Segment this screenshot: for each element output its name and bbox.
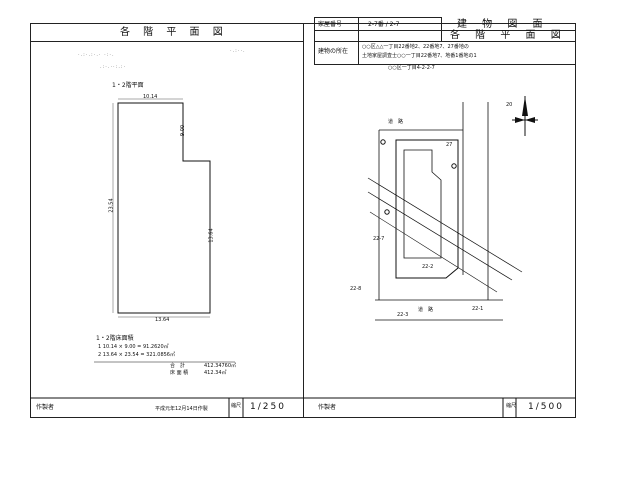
- header-rule-1: [314, 30, 576, 31]
- dim-bottom: 13.64: [155, 317, 170, 323]
- road-label-bottom: 道 路: [418, 307, 434, 313]
- calc-heading: 1・2階床面積: [96, 335, 134, 342]
- total-label: 合 計: [170, 363, 186, 369]
- right-title-bottom: 各 階 平 面 図: [450, 30, 567, 41]
- floor-label: 1・2階平面: [112, 82, 144, 89]
- right-title-top: 建 物 図 面: [457, 19, 549, 30]
- right-scale-value: 1/500: [528, 402, 564, 412]
- road-diagonal-3: [369, 211, 498, 293]
- right-maker-label: 作製者: [318, 404, 337, 411]
- header-vline-3: [441, 17, 442, 41]
- location-line-1: ○○区△△一丁目22番地2、22番地7、27番地の: [362, 44, 469, 50]
- header-rule-2: [314, 41, 576, 42]
- lot-label: 27: [446, 142, 453, 148]
- calc-line-1: 1 10.14 × 9.00 = 91.2620㎡: [98, 344, 169, 350]
- scan-noise: .:·.··:.:·: [100, 64, 127, 70]
- site-label: ○○区一丁目4-2-2-7: [388, 65, 435, 71]
- survey-marker: [451, 163, 457, 169]
- north-arrow: [512, 96, 538, 136]
- house-number-label: 家屋番号: [318, 21, 343, 28]
- header-rule-0: [314, 17, 441, 18]
- scan-noise: ·.:··.: [230, 48, 246, 54]
- date-text: 平成元年12月14日作製: [155, 406, 208, 412]
- left-maker-label: 作製者: [36, 404, 55, 411]
- road-diagonal-1: [367, 177, 523, 273]
- right-scale-label: 縮尺: [506, 403, 517, 409]
- left-title: 各 階 平 面 図: [120, 27, 228, 38]
- header-rule-3: [314, 64, 576, 65]
- lot-label: 22-1: [472, 306, 484, 312]
- house-number-value: 2-7番 / 2-7: [368, 21, 400, 28]
- survey-marker: [384, 209, 390, 215]
- lot-label: 22-8: [350, 286, 362, 292]
- location-label: 建物の所在: [318, 48, 349, 55]
- dim-step: 9.00: [180, 124, 187, 137]
- lot-label: 22-7: [373, 236, 385, 242]
- road-diagonal-2: [367, 191, 513, 281]
- panel-divider: [303, 23, 304, 418]
- survey-marker: [380, 139, 386, 145]
- left-title-rule: [30, 41, 303, 42]
- area-value: 412.34㎡: [204, 370, 227, 376]
- road-label-top: 道 路: [388, 119, 404, 125]
- dim-right: 13.64: [208, 228, 215, 243]
- left-scale-label: 縮尺: [231, 403, 242, 409]
- header-vline-2: [358, 17, 359, 64]
- dim-left: 23.54: [108, 198, 115, 213]
- left-scale-value: 1/250: [250, 402, 286, 412]
- site-lot: [395, 139, 459, 279]
- dim-top: 10.14: [143, 94, 158, 100]
- area-label: 床 面 積: [170, 370, 189, 376]
- calc-line-2: 2 13.64 × 23.54 = 321.0856㎡: [98, 352, 175, 358]
- lot-label: 20: [506, 102, 513, 108]
- header-vline-1: [314, 17, 315, 64]
- location-line-2: 土地家屋調査士○○一丁目22番地7、地番1番地の1: [362, 53, 477, 59]
- lot-label: 22-3: [397, 312, 409, 318]
- total-value: 412.34760㎡: [204, 363, 237, 369]
- scan-noise: ·.:·.:·.· ·:·.: [78, 52, 115, 58]
- lot-label: 22-2: [422, 264, 434, 270]
- site-building: [403, 149, 442, 259]
- floor-outline: [117, 102, 211, 314]
